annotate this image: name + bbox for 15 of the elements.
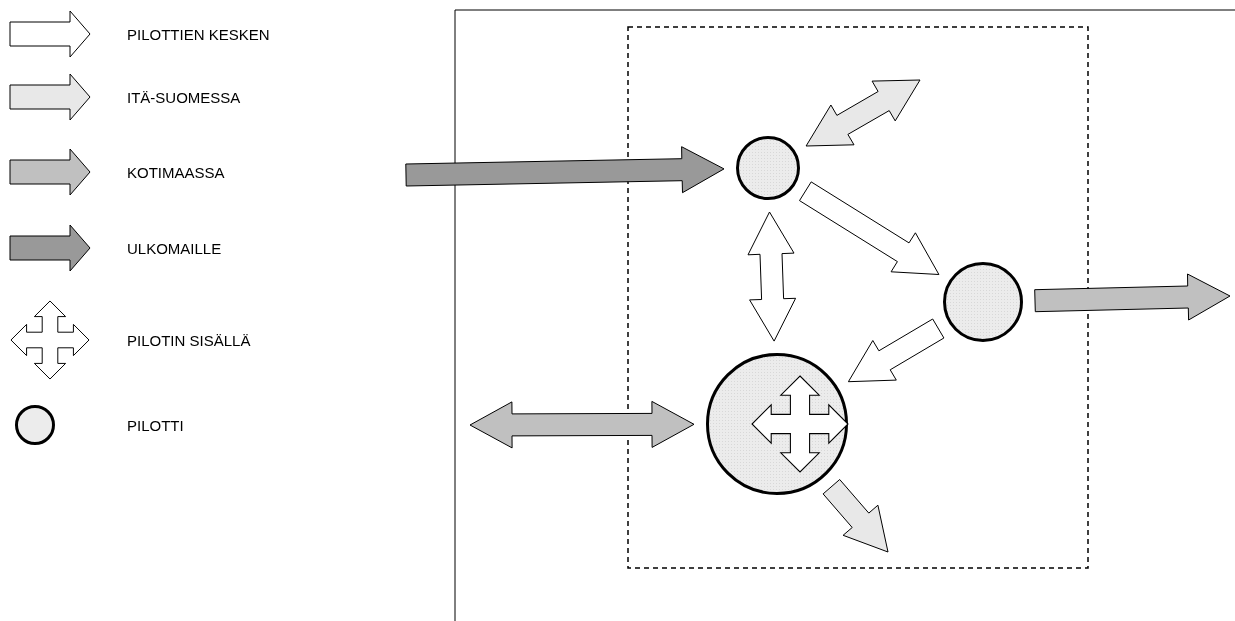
pilot-circle — [736, 136, 800, 200]
block-arrow — [405, 146, 725, 194]
legend-label: PILOTIN SISÄLLÄ — [127, 331, 251, 349]
block-arrow — [799, 181, 940, 275]
legend-label: ITÄ-SUOMESSA — [127, 88, 241, 106]
block-arrow — [847, 318, 945, 383]
block-arrow — [1034, 273, 1231, 321]
legend-label: KOTIMAASSA — [127, 163, 225, 181]
double-block-arrow — [469, 400, 695, 449]
legend-label: PILOTTI — [127, 416, 184, 434]
double-block-arrow — [805, 79, 921, 147]
block-arrow — [822, 479, 889, 553]
legend-label: ULKOMAILLE — [127, 239, 222, 257]
double-block-arrow — [747, 211, 797, 342]
legend-label: PILOTTIEN KESKEN — [127, 25, 270, 43]
